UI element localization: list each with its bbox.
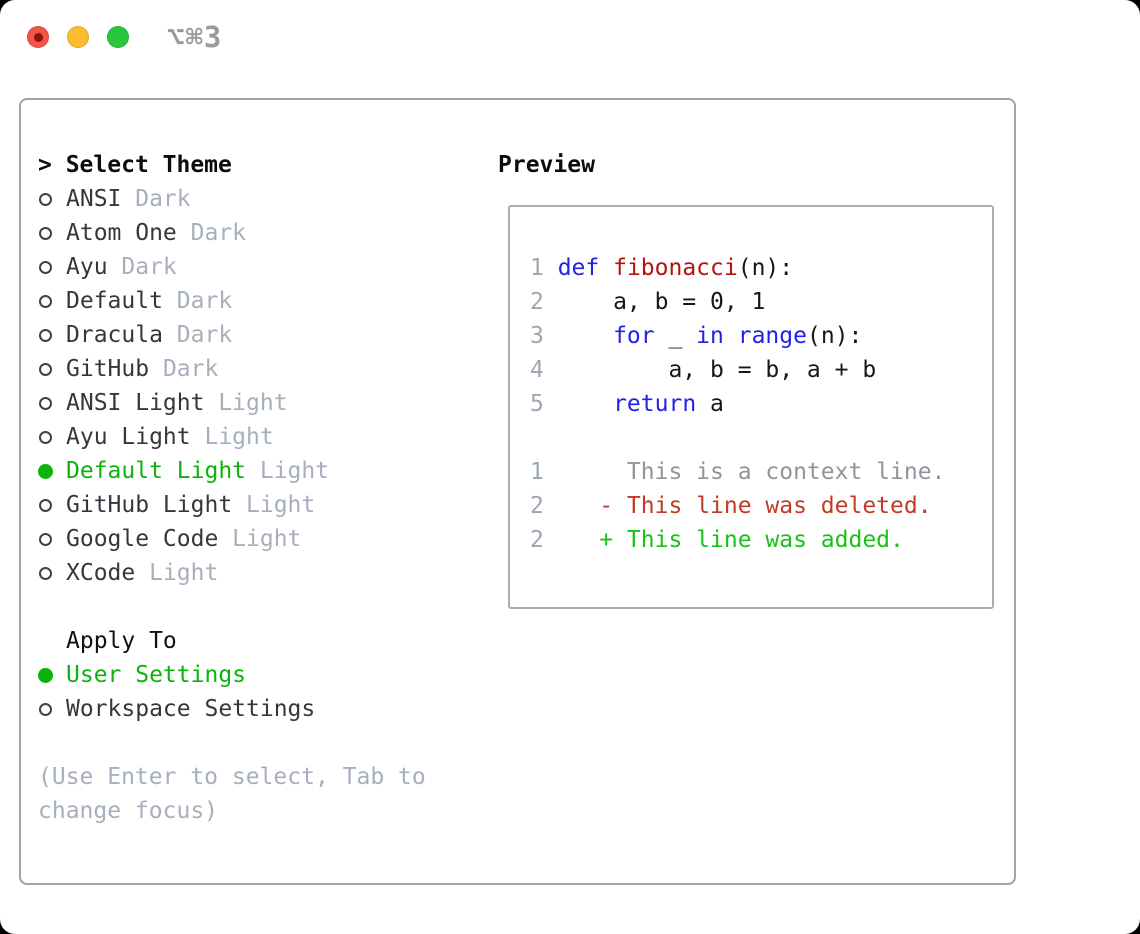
hint-line-2: change focus)	[38, 798, 219, 824]
radio-icon	[39, 294, 52, 308]
code-line: 3 for _ in range(n):	[530, 319, 945, 353]
preview-title: Preview	[498, 152, 595, 178]
radio-icon	[39, 362, 52, 376]
diff-added-line: 2 + This line was added.	[530, 523, 945, 557]
apply-option-user-settings[interactable]: User Settings	[38, 658, 426, 692]
line-number: 2	[530, 289, 544, 315]
radio-icon	[39, 498, 52, 512]
radio-icon	[39, 532, 52, 546]
code-line: 5 return a	[530, 387, 945, 421]
zoom-button[interactable]	[107, 26, 129, 48]
apply-option-workspace-settings[interactable]: Workspace Settings	[38, 692, 426, 726]
diff-deleted-line: 2 - This line was deleted.	[530, 489, 945, 523]
radio-icon	[39, 192, 52, 206]
line-number: 4	[530, 357, 544, 383]
close-button[interactable]	[27, 26, 49, 48]
radio-icon	[39, 566, 52, 580]
radio-icon	[39, 328, 52, 342]
line-number: 3	[530, 323, 544, 349]
radio-icon	[39, 430, 52, 444]
hint-line-1: (Use Enter to select, Tab to	[38, 764, 426, 790]
prompt-caret: >	[38, 152, 66, 178]
close-button-dot-icon	[33, 32, 43, 42]
code-blank-line	[530, 421, 945, 455]
window-shortcut-label: ⌥⌘3	[167, 20, 223, 54]
radio-icon	[39, 396, 52, 410]
minimize-button[interactable]	[67, 26, 89, 48]
code-line: 2 a, b = 0, 1	[530, 285, 945, 319]
spacer	[38, 590, 426, 624]
radio-selected-icon	[38, 463, 53, 479]
titlebar: ⌥⌘3	[27, 20, 223, 54]
radio-icon	[39, 260, 52, 274]
line-number: 2	[530, 527, 544, 553]
select-theme-title: > Select Theme	[38, 148, 426, 182]
line-number: 1	[530, 459, 544, 485]
page-title: Select Theme	[65, 152, 232, 178]
radio-icon	[39, 226, 52, 240]
line-number: 1	[530, 255, 544, 281]
apply-to-title: Apply To	[66, 628, 177, 654]
radio-selected-icon	[38, 667, 53, 683]
diff-context-line: 1 This is a context line.	[530, 455, 945, 489]
radio-icon	[39, 702, 52, 716]
spacer	[38, 726, 426, 760]
line-number: 5	[530, 391, 544, 417]
code-line: 4 a, b = b, a + b	[530, 353, 945, 387]
line-number: 2	[530, 493, 544, 519]
